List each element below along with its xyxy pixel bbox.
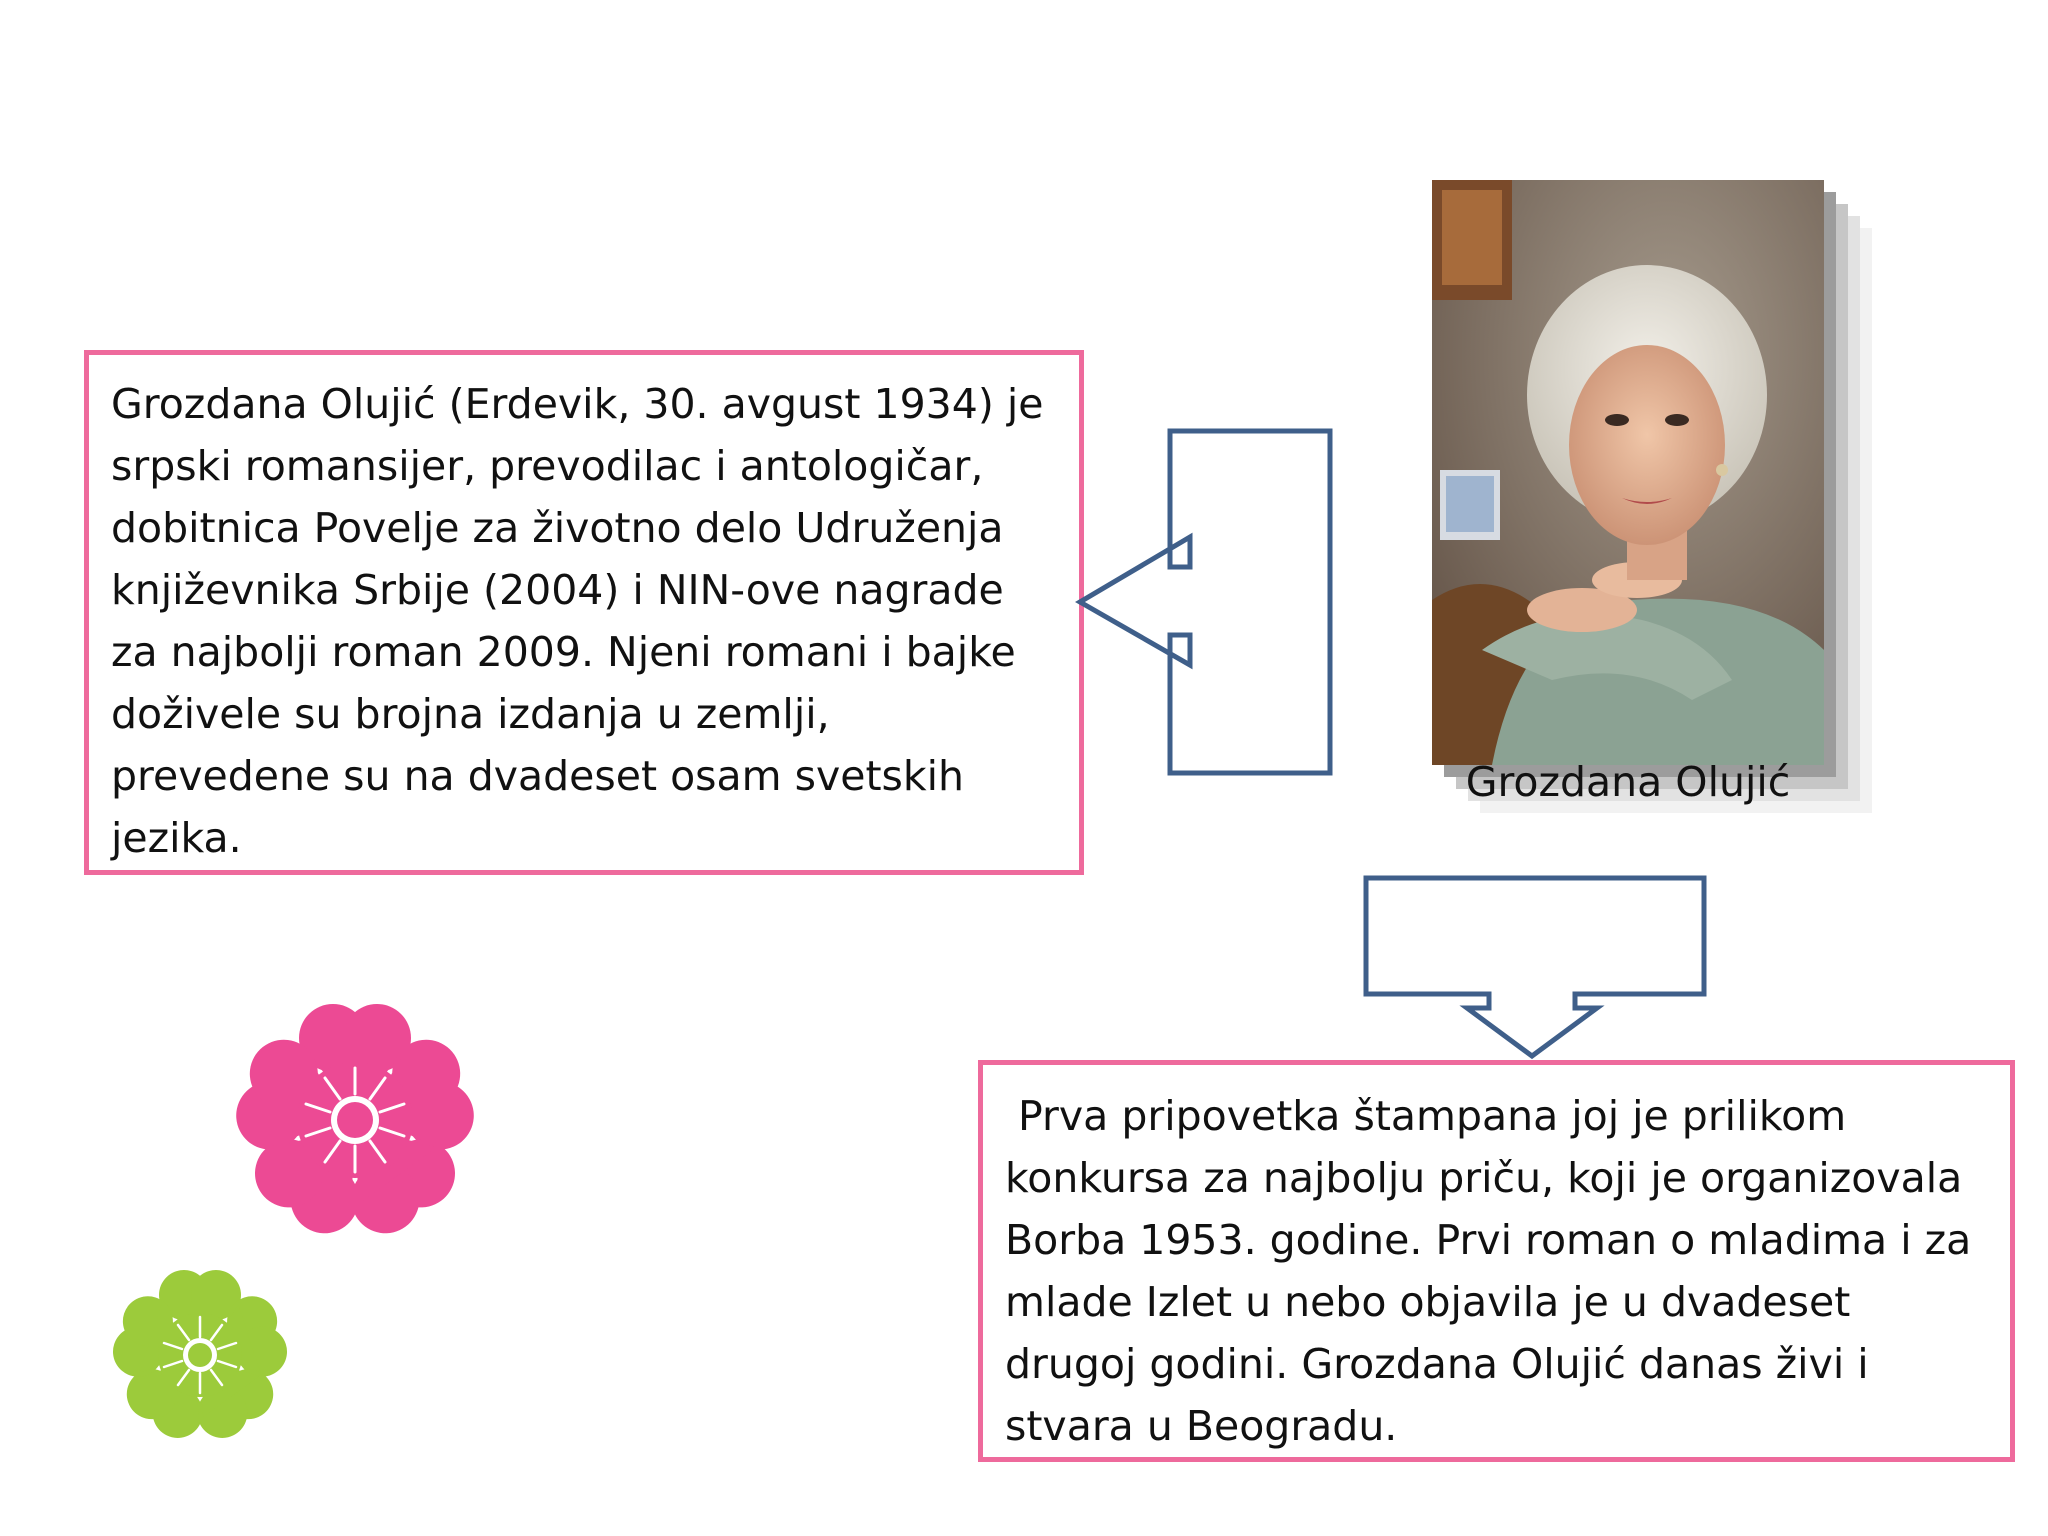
biography-text-box[interactable]: Grozdana Olujić (Erdevik, 30. avgust 193… — [84, 350, 1084, 875]
left-arrow-callout-icon — [1075, 428, 1333, 776]
green-flower-icon — [112, 1270, 288, 1438]
author-photo — [1432, 180, 1824, 765]
career-text: Prva pripovetka štampana joj je prilikom… — [1005, 1092, 1985, 1450]
biography-text: Grozdana Olujić (Erdevik, 30. avgust 193… — [111, 380, 1044, 862]
career-text-box[interactable]: Prva pripovetka štampana joj je prilikom… — [978, 1060, 2015, 1462]
pink-flower-icon — [236, 1004, 474, 1234]
down-arrow-callout-icon — [1363, 875, 1707, 1060]
photo-caption: Grozdana Olujić — [1465, 758, 1791, 806]
